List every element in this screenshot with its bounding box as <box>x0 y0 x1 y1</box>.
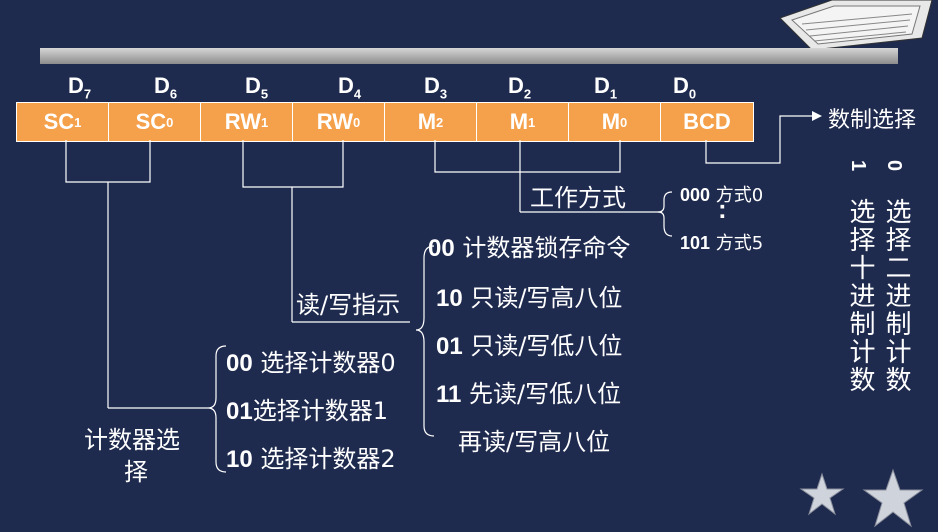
rw-title: 读/写指示 <box>296 291 401 319</box>
mode-title: 工作方式 <box>530 184 626 212</box>
rw-option-11: 11 先读/写低八位 <box>436 380 622 408</box>
mode-ellipsis: : <box>718 194 727 224</box>
star-icon <box>799 472 845 516</box>
bcd-option0-text: 选择二进制计数 <box>881 198 911 394</box>
cell-bcd: BCD <box>661 103 753 141</box>
bcd-option1-text: 选择十进制计数 <box>845 198 875 394</box>
bit-label-d6: D6 <box>154 73 178 102</box>
bit-label-d3: D3 <box>424 73 448 102</box>
bit-label-d7: D7 <box>68 73 92 102</box>
sc-option-10: 10 选择计数器2 <box>226 445 396 473</box>
bit-label-d2: D2 <box>508 73 532 102</box>
star-icon-large <box>862 468 924 528</box>
sc-option-00: 00 选择计数器0 <box>226 349 396 377</box>
title-bar <box>40 48 898 64</box>
sc-title-line2: 择 <box>124 458 148 486</box>
bit-label-d4: D4 <box>338 73 362 102</box>
bcd-option1-num: 1 <box>847 160 869 174</box>
mode-first: 000 方式0 <box>680 185 764 206</box>
sc-option-01: 01选择计数器1 <box>226 397 388 425</box>
rw-option-00: 00 计数器锁存命令 <box>428 234 631 262</box>
bit-label-d0: D0 <box>673 73 697 102</box>
rw-option-11-cont: 再读/写高八位 <box>458 428 611 456</box>
bcd-title: 数制选择 <box>828 108 917 133</box>
rw-option-01: 01 只读/写低八位 <box>436 332 623 360</box>
mode-last: 101 方式5 <box>680 233 764 254</box>
rw-option-10: 10 只读/写高八位 <box>436 284 623 312</box>
sc-title-line1: 计数器选 <box>84 426 180 454</box>
bcd-option0-num: 0 <box>883 160 905 174</box>
laptop-icon <box>779 0 933 51</box>
bit-label-d1: D1 <box>594 73 618 102</box>
bit-label-d5: D5 <box>245 73 269 102</box>
